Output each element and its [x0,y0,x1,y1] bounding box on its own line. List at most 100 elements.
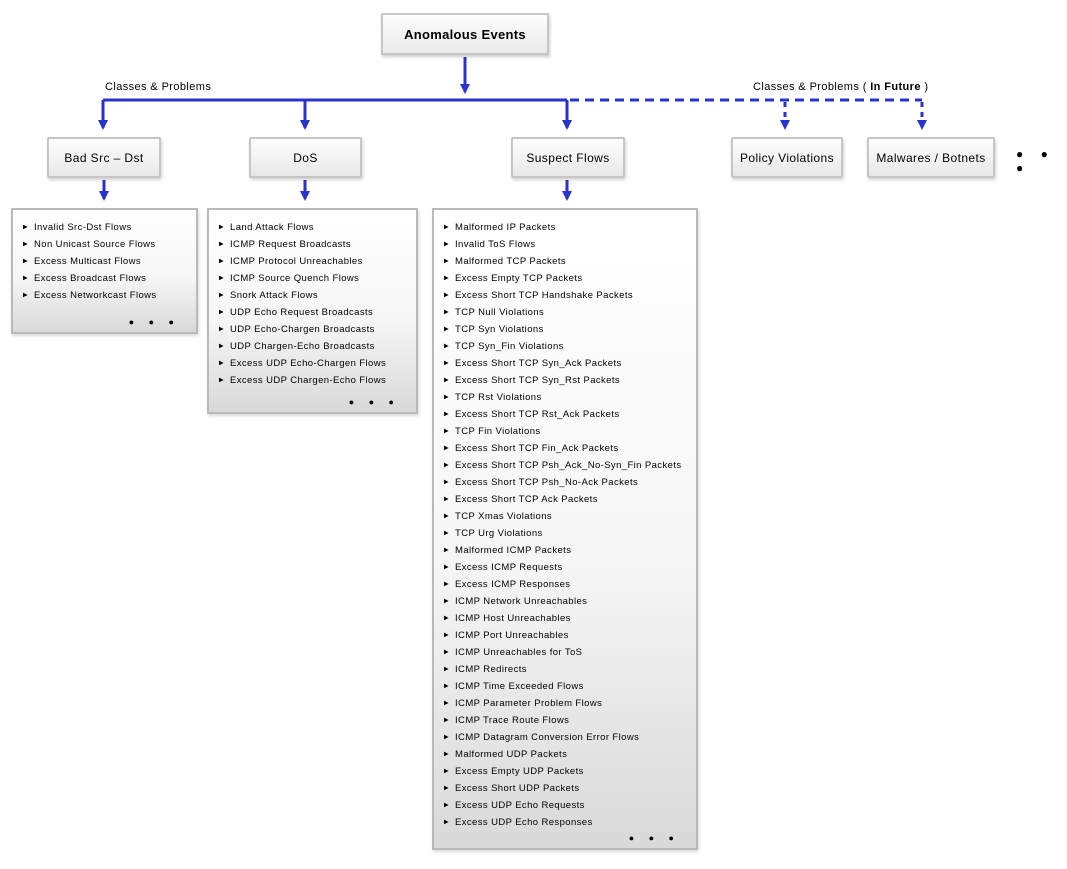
root-node-anomalous-events: Anomalous Events [381,13,549,55]
list-item-label: Malformed UDP Packets [455,749,568,760]
list-item-label: Excess Short TCP Syn_Ack Packets [455,358,622,369]
list-suspect-flows: ▶ Malformed IP Packets ▶ Invalid ToS Flo… [432,208,698,850]
triangle-bullet-icon: ▶ [219,309,225,316]
triangle-bullet-icon: ▶ [444,700,450,707]
list-item: ▶ ICMP Source Quench Flows [219,270,412,287]
triangle-bullet-icon: ▶ [219,343,225,350]
list-item-label: TCP Syn Violations [455,324,544,335]
triangle-bullet-icon: ▶ [444,751,450,758]
triangle-bullet-icon: ▶ [23,258,29,265]
list-item: ▶ Excess Short TCP Handshake Packets [444,287,692,304]
list-dos-items: ▶ Land Attack Flows ▶ ICMP Request Broad… [209,210,416,389]
list-item-label: Excess UDP Chargen-Echo Flows [230,375,387,386]
triangle-bullet-icon: ▶ [219,326,225,333]
list-item: ▶ Excess Short TCP Ack Packets [444,491,692,508]
list-item: ▶ UDP Echo Request Broadcasts [219,304,412,321]
triangle-bullet-icon: ▶ [23,275,29,282]
class-node-dos: DoS [249,137,362,178]
class-node-policy-violations: Policy Violations [731,137,843,178]
triangle-bullet-icon: ▶ [444,224,450,231]
triangle-bullet-icon: ▶ [219,241,225,248]
list-item: ▶ Malformed IP Packets [444,219,692,236]
class-node-label: Policy Violations [740,150,834,165]
list-item-label: TCP Rst Violations [455,392,542,403]
list-item-label: Excess Short TCP Handshake Packets [455,290,634,301]
list-item-label: ICMP Request Broadcasts [230,239,351,250]
list-item-label: Excess Multicast Flows [34,256,142,267]
triangle-bullet-icon: ▶ [444,819,450,826]
list-item: ▶ ICMP Network Unreachables [444,593,692,610]
list-item: ▶ Excess Broadcast Flows [23,270,192,287]
class-node-label: Bad Src – Dst [64,150,144,165]
list-item-label: ICMP Host Unreachables [455,613,571,624]
list-item-label: ICMP Redirects [455,664,527,675]
triangle-bullet-icon: ▶ [23,292,29,299]
triangle-bullet-icon: ▶ [444,802,450,809]
list-item: ▶ Excess Empty UDP Packets [444,763,692,780]
list-item: ▶ Snork Attack Flows [219,287,412,304]
triangle-bullet-icon: ▶ [444,768,450,775]
list-item-label: Excess UDP Echo Requests [455,800,585,811]
triangle-bullet-icon: ▶ [219,275,225,282]
list-item: ▶ UDP Chargen-Echo Broadcasts [219,338,412,355]
list-item-label: UDP Chargen-Echo Broadcasts [230,341,375,352]
list-item-label: ICMP Trace Route Flows [455,715,570,726]
list-item: ▶ Excess Short TCP Psh_No-Ack Packets [444,474,692,491]
list-item-label: Malformed IP Packets [455,222,556,233]
list-item: ▶ ICMP Protocol Unreachables [219,253,412,270]
list-item-label: Excess Broadcast Flows [34,273,147,284]
list-item-label: Excess ICMP Responses [455,579,571,590]
list-item-label: Invalid ToS Flows [455,239,536,250]
list-item-label: UDP Echo Request Broadcasts [230,307,374,318]
list-item-label: TCP Syn_Fin Violations [455,341,564,352]
triangle-bullet-icon: ▶ [444,581,450,588]
triangle-bullet-icon: ▶ [219,292,225,299]
list-item-label: Excess Short TCP Rst_Ack Packets [455,409,620,420]
list-item: ▶ Excess UDP Echo Requests [444,797,692,814]
list-item: ▶ ICMP Datagram Conversion Error Flows [444,729,692,746]
triangle-bullet-icon: ▶ [444,258,450,265]
more-classes-ellipsis-icon: ● ● ● [1016,147,1055,175]
list-item-label: ICMP Time Exceeded Flows [455,681,584,692]
triangle-bullet-icon: ▶ [444,564,450,571]
list-item: ▶ Malformed UDP Packets [444,746,692,763]
list-item-label: TCP Xmas Violations [455,511,553,522]
list-item-label: Malformed ICMP Packets [455,545,572,556]
triangle-bullet-icon: ▶ [444,360,450,367]
triangle-bullet-icon: ▶ [444,292,450,299]
triangle-bullet-icon: ▶ [444,615,450,622]
triangle-bullet-icon: ▶ [444,717,450,724]
list-item: ▶ Land Attack Flows [219,219,412,236]
list-more-ellipsis-icon: ● ● ● [348,397,400,407]
list-item-label: Excess Short TCP Syn_Rst Packets [455,375,621,386]
triangle-bullet-icon: ▶ [444,547,450,554]
list-item-label: Malformed TCP Packets [455,256,567,267]
list-item-label: Excess Empty UDP Packets [455,766,584,777]
class-node-label: Malwares / Botnets [876,150,986,165]
triangle-bullet-icon: ▶ [444,241,450,248]
branch-label-classes-problems: Classes & Problems [105,81,212,93]
list-item-label: TCP Null Violations [455,307,545,318]
list-item-label: Excess Short TCP Ack Packets [455,494,598,505]
list-item-label: ICMP Protocol Unreachables [230,256,363,267]
list-item-label: Excess Empty TCP Packets [455,273,583,284]
list-item-label: Excess Short TCP Fin_Ack Packets [455,443,619,454]
list-item: ▶ Non Unicast Source Flows [23,236,192,253]
triangle-bullet-icon: ▶ [444,530,450,537]
list-item: ▶ TCP Xmas Violations [444,508,692,525]
branch-label-classes-problems-future: Classes & Problems ( In Future ) [753,81,929,93]
list-item-label: ICMP Datagram Conversion Error Flows [455,732,640,743]
list-item: ▶ ICMP Trace Route Flows [444,712,692,729]
list-item-label: Excess UDP Echo Responses [455,817,593,828]
list-item: ▶ TCP Urg Violations [444,525,692,542]
list-item: ▶ ICMP Redirects [444,661,692,678]
triangle-bullet-icon: ▶ [444,411,450,418]
list-item: ▶ ICMP Port Unreachables [444,627,692,644]
list-more-ellipsis-icon: ● ● ● [628,833,680,843]
class-node-bad-src-dst: Bad Src – Dst [47,137,161,178]
list-item-label: Excess Networkcast Flows [34,290,157,301]
triangle-bullet-icon: ▶ [444,598,450,605]
triangle-bullet-icon: ▶ [219,360,225,367]
